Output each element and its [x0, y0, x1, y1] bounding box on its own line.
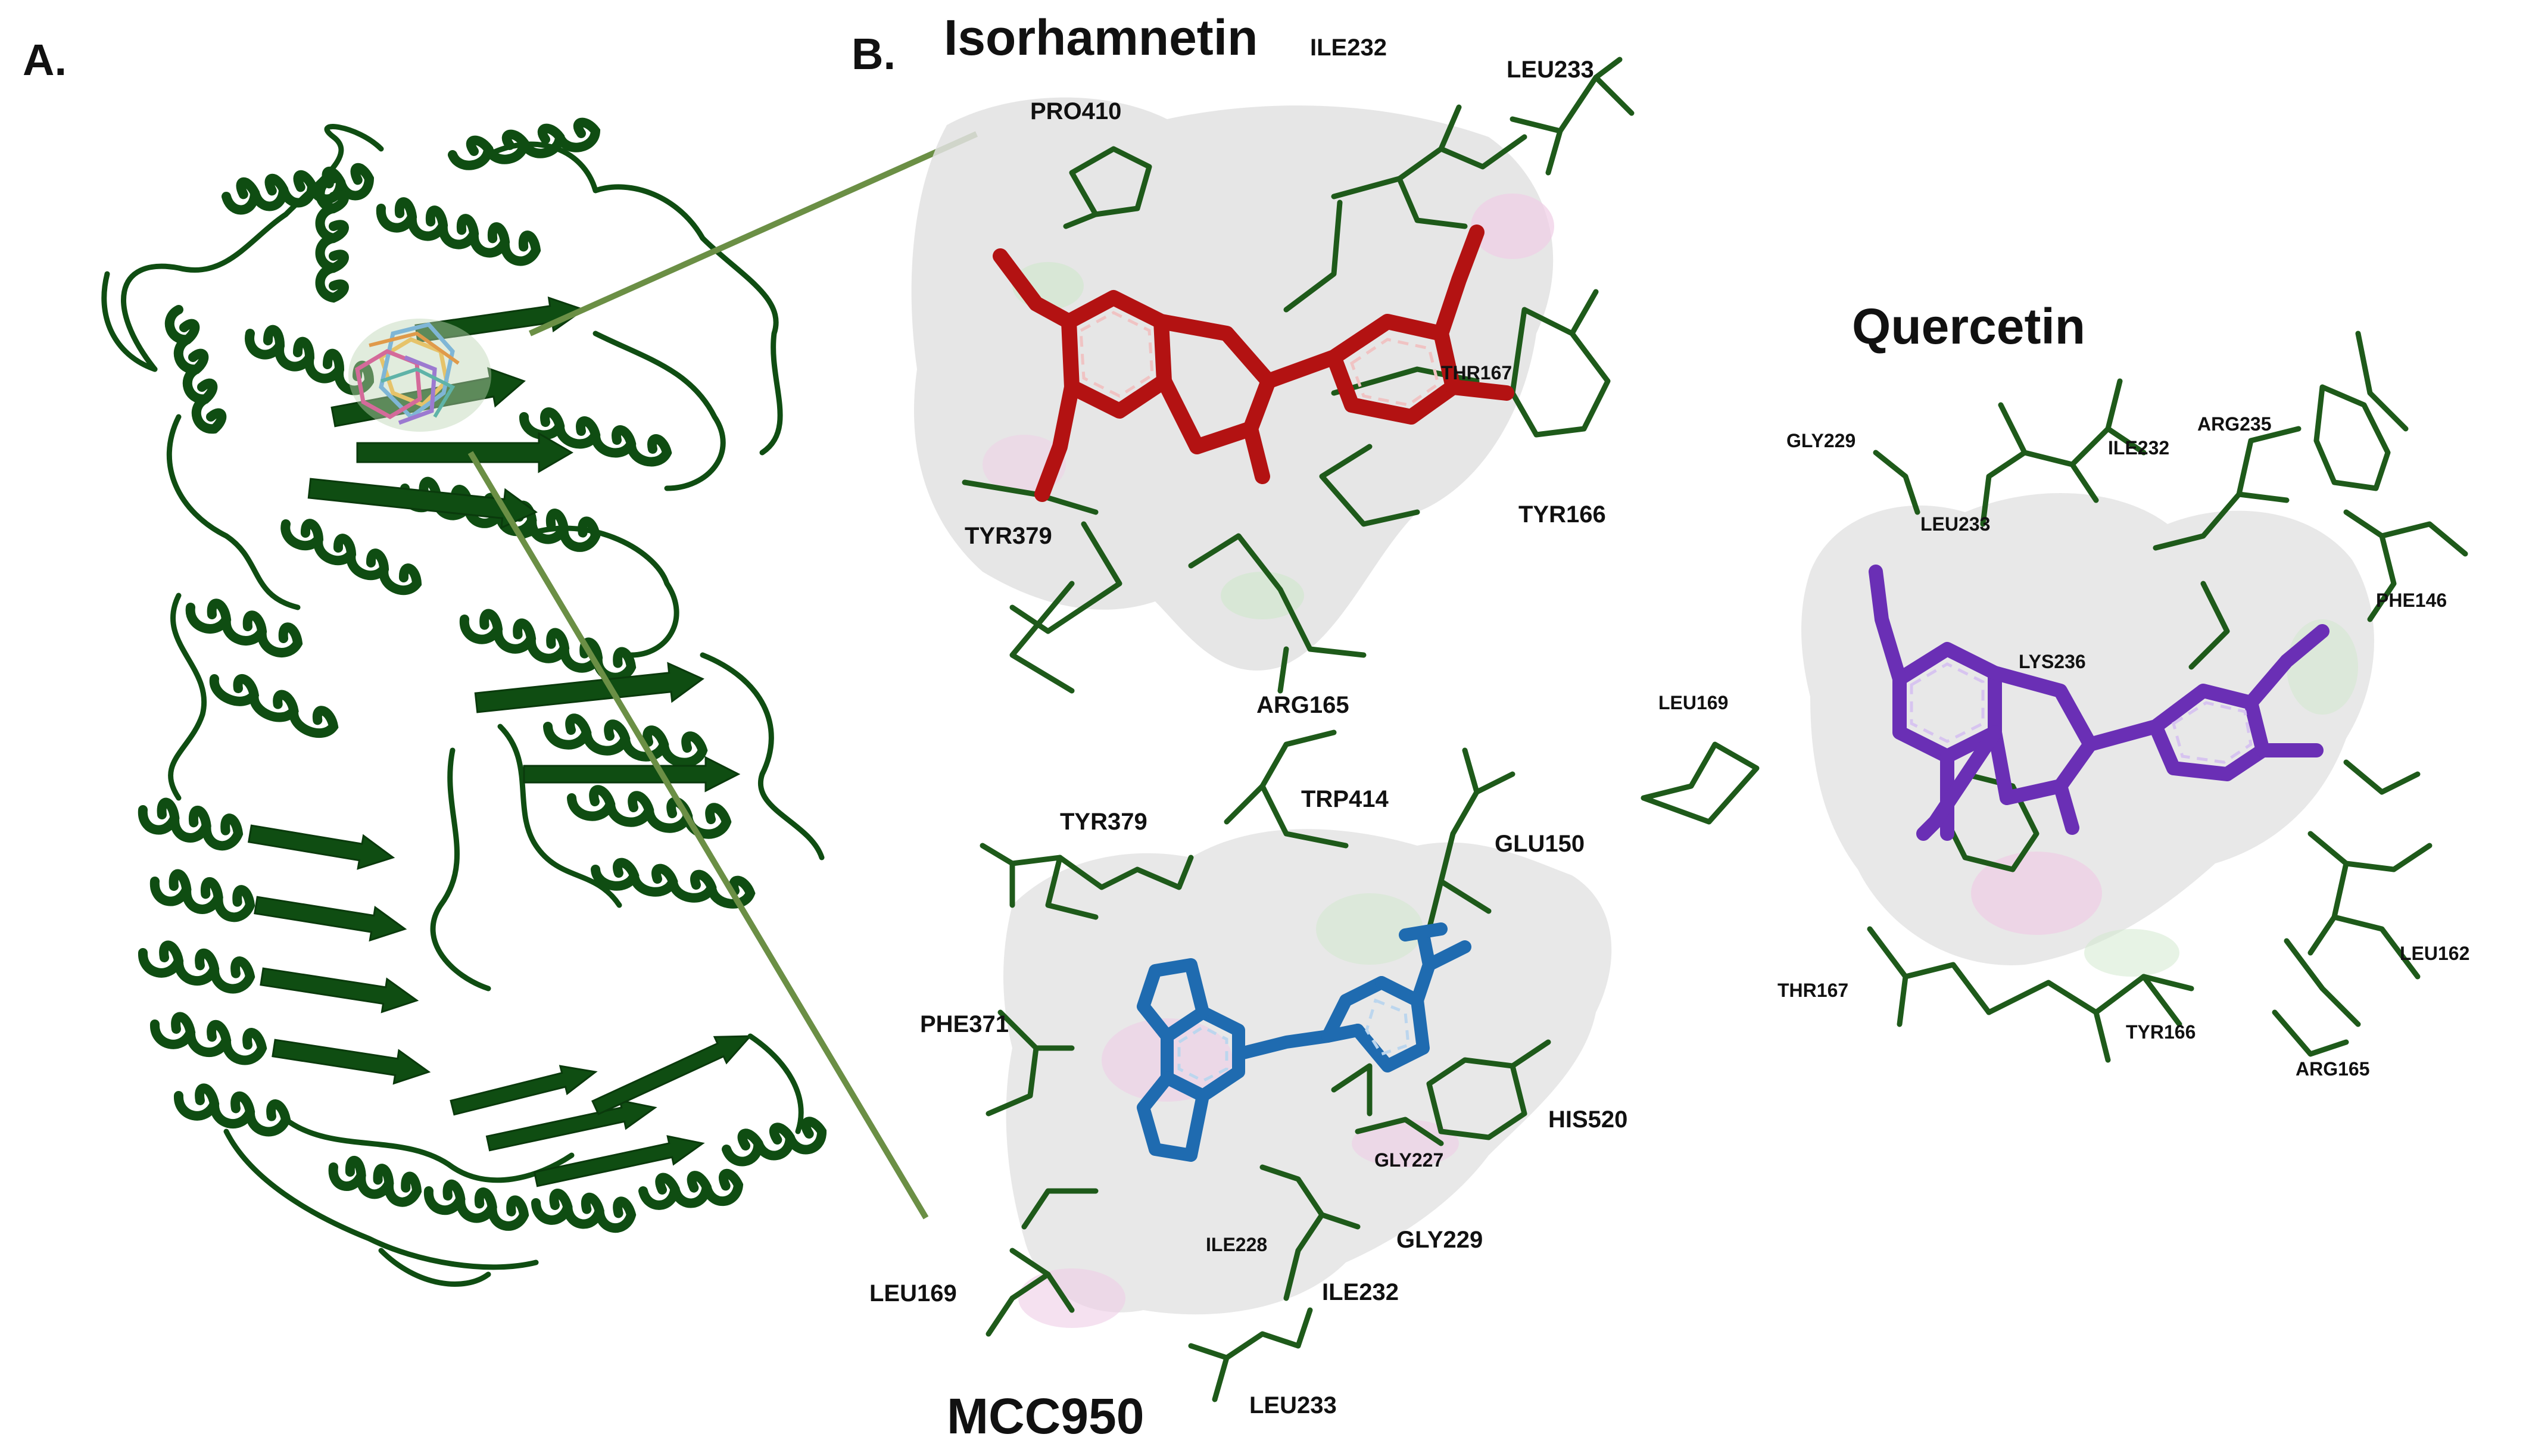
residue-label: GLY227: [1374, 1149, 1444, 1171]
residue-label: GLY229: [1786, 430, 1856, 451]
panel-label-a: A.: [23, 35, 67, 85]
residue-label: TYR379: [965, 523, 1052, 549]
residue-label: ILE232: [2108, 437, 2170, 459]
residue-label: LEU233: [1249, 1392, 1337, 1418]
residue-label: ARG235: [2197, 413, 2272, 435]
residue-label: LEU233: [1507, 57, 1594, 83]
residue-label: LEU162: [2400, 943, 2470, 964]
pocket-quercetin: [1641, 331, 2468, 1063]
pocket-isorhamnetin: [911, 57, 1635, 694]
residue-label: GLY229: [1396, 1227, 1483, 1253]
residue-label: TRP414: [1301, 786, 1389, 812]
ligand-title-mcc950: MCC950: [947, 1388, 1145, 1444]
ligand-title-quercetin: Quercetin: [1852, 298, 2086, 354]
residue-label: GLU150: [1495, 831, 1585, 857]
pocket-mcc950: [980, 729, 1612, 1402]
residue-label: TYR379: [1060, 809, 1147, 835]
surface-isorhamnetin: [911, 97, 1554, 671]
residue-label: ILE232: [1322, 1279, 1399, 1305]
residue-label: PHE371: [920, 1011, 1009, 1037]
panel-label-b: B.: [852, 29, 896, 79]
ligand-title-isorhamnetin: Isorhamnetin: [944, 10, 1258, 66]
residue-label: LEU169: [869, 1280, 957, 1307]
residue-label: HIS520: [1548, 1106, 1628, 1133]
residue-label: TYR166: [1518, 501, 1606, 528]
residue-label: THR167: [1441, 362, 1513, 384]
residue-label: TYR166: [2126, 1021, 2196, 1043]
residue-label: ARG165: [1256, 692, 1349, 718]
residue-label: ARG165: [2296, 1058, 2370, 1080]
residue-label: PHE146: [2376, 590, 2447, 611]
surface-mcc950: [1003, 829, 1612, 1315]
leader-line-mcc950: [467, 451, 929, 1220]
residue-label: THR167: [1777, 980, 1849, 1001]
residue-label: LEU233: [1920, 513, 1991, 535]
protein-cartoon: [101, 117, 827, 1287]
residue-label: ILE232: [1310, 35, 1387, 61]
residue-label: LYS236: [2019, 651, 2086, 672]
residue-label: PRO410: [1030, 98, 1122, 124]
leader-line-isorhamnetin: [528, 131, 978, 336]
binding-site-ligands: [348, 319, 491, 432]
residue-label: ILE228: [1206, 1234, 1268, 1255]
residue-label: LEU169: [1658, 692, 1729, 713]
